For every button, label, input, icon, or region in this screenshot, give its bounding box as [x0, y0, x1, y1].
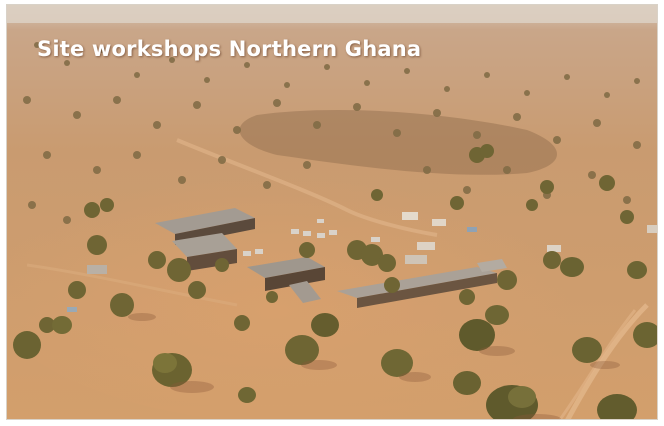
dirt-track: [558, 309, 637, 419]
building-roof: [172, 233, 237, 257]
workshop-buildings: [87, 208, 657, 308]
vehicles: [67, 219, 477, 312]
tree-shadows: [128, 313, 620, 419]
building-roof: [337, 267, 497, 298]
building-roof: [247, 257, 325, 278]
horizon-haze: [7, 5, 657, 23]
small-building: [405, 255, 427, 264]
small-building: [547, 245, 561, 252]
small-building: [402, 212, 418, 220]
midground-trees: [39, 144, 634, 333]
building-wall: [187, 249, 237, 271]
small-building: [647, 225, 657, 233]
small-building: [87, 265, 107, 274]
building-roof: [477, 259, 507, 272]
dirt-track: [26, 263, 238, 307]
building-roof: [289, 281, 321, 303]
photo-caption: Site workshops Northern Ghana: [37, 37, 422, 61]
building-roof: [155, 208, 255, 234]
foreground-trees: [13, 257, 657, 419]
building-wall: [265, 267, 325, 291]
dirt-track: [565, 303, 649, 419]
aerial-photo: Site workshops Northern Ghana: [6, 4, 658, 420]
small-building: [432, 219, 446, 226]
building-wall: [357, 273, 497, 308]
distant-trees: [23, 42, 641, 224]
aerial-photo-scene: [7, 5, 657, 419]
small-building: [417, 242, 435, 250]
